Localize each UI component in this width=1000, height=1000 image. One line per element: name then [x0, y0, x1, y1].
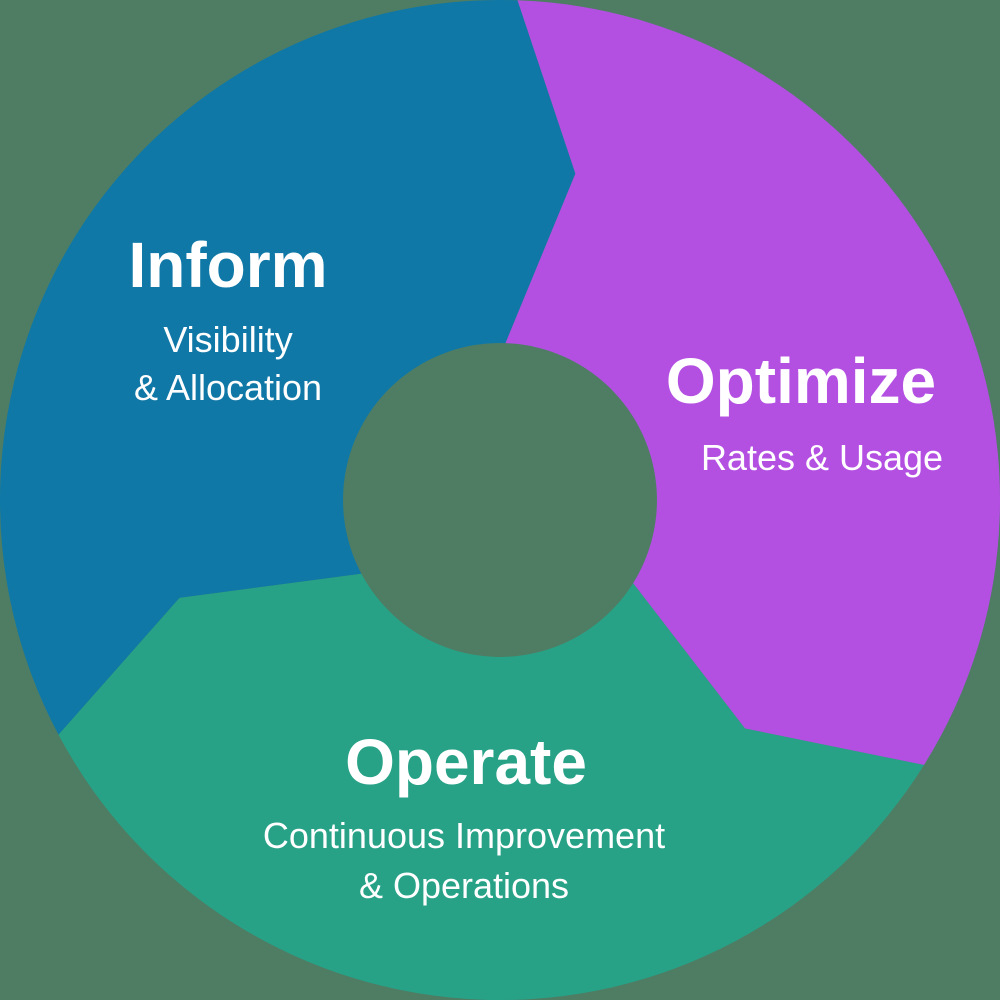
inform-sublabel-line2: & Allocation: [134, 367, 322, 408]
inform-label: Inform: [128, 229, 327, 301]
operate-sublabel-line2: & Operations: [359, 865, 569, 906]
segment-operate-arc: [58, 573, 924, 1000]
segment-inform-arc: [0, 0, 576, 735]
optimize-label: Optimize: [666, 345, 936, 417]
operate-sublabel-line1: Continuous Improvement: [263, 815, 665, 856]
optimize-sublabel-line1: Rates & Usage: [701, 437, 943, 478]
inform-sublabel-line1: Visibility: [163, 319, 292, 360]
operate-label: Operate: [345, 726, 587, 798]
segment-optimize-arc: [505, 0, 1000, 765]
